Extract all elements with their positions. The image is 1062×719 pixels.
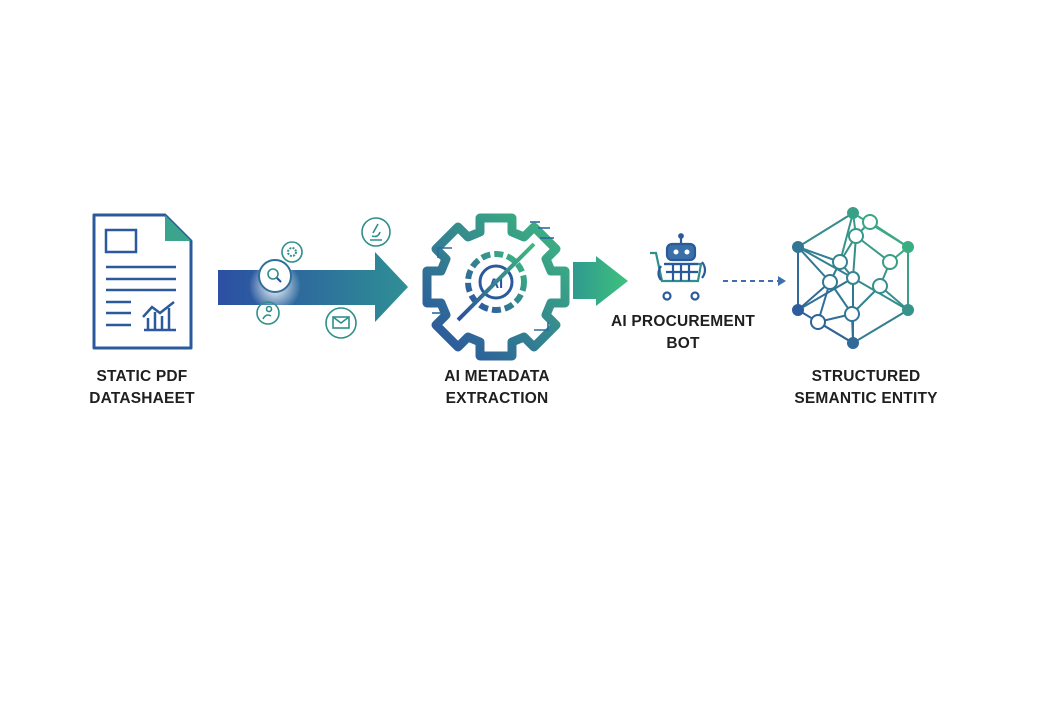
people-icon xyxy=(256,301,280,325)
microscope-icon xyxy=(361,217,391,247)
flow-arrow-1 xyxy=(218,252,408,322)
graph-node xyxy=(847,337,859,349)
graph-node xyxy=(792,304,804,316)
search-icon xyxy=(258,259,292,293)
stage-label-bot-line2: BOT xyxy=(666,335,700,352)
stage-label-extraction-line1: AI METADATA xyxy=(444,368,550,385)
graph-edge xyxy=(797,212,854,248)
stage-label-pdf-line2: DATASHAEET xyxy=(89,390,195,407)
graph-node xyxy=(862,214,878,230)
graph-node xyxy=(844,306,860,322)
graph-node xyxy=(822,274,838,290)
graph-node xyxy=(810,314,826,330)
stage-label-extraction-line2: EXTRACTION xyxy=(446,390,549,407)
mail-icon xyxy=(325,307,357,339)
graph-edge xyxy=(852,309,909,344)
ai-gear-icon: AI xyxy=(422,213,570,361)
flow-arrow-2 xyxy=(573,256,628,306)
graph-node xyxy=(792,241,804,253)
graph-node xyxy=(847,207,859,219)
stage-label-pdf-line1: STATIC PDF xyxy=(97,368,188,385)
graph-edge xyxy=(839,212,854,263)
stage-label-entity-line2: SEMANTIC ENTITY xyxy=(794,390,938,407)
graph-node xyxy=(848,228,864,244)
graph-node xyxy=(882,254,898,270)
graph-node xyxy=(872,278,888,294)
arrowhead xyxy=(778,276,786,286)
graph-node xyxy=(902,304,914,316)
stage-label-bot-line1: AI PROCUREMENT xyxy=(611,313,755,330)
graph-node xyxy=(832,254,848,270)
stage-label-entity-line1: STRUCTURED xyxy=(812,368,921,385)
graph-edge xyxy=(852,277,909,311)
document-chart-icon xyxy=(92,213,193,350)
graph-node xyxy=(902,241,914,253)
gear-icon xyxy=(281,241,303,263)
graph-node xyxy=(846,271,860,285)
knowledge-graph-icon xyxy=(792,207,914,349)
graph-edge xyxy=(797,246,854,279)
robot-cart-icon xyxy=(650,233,707,301)
